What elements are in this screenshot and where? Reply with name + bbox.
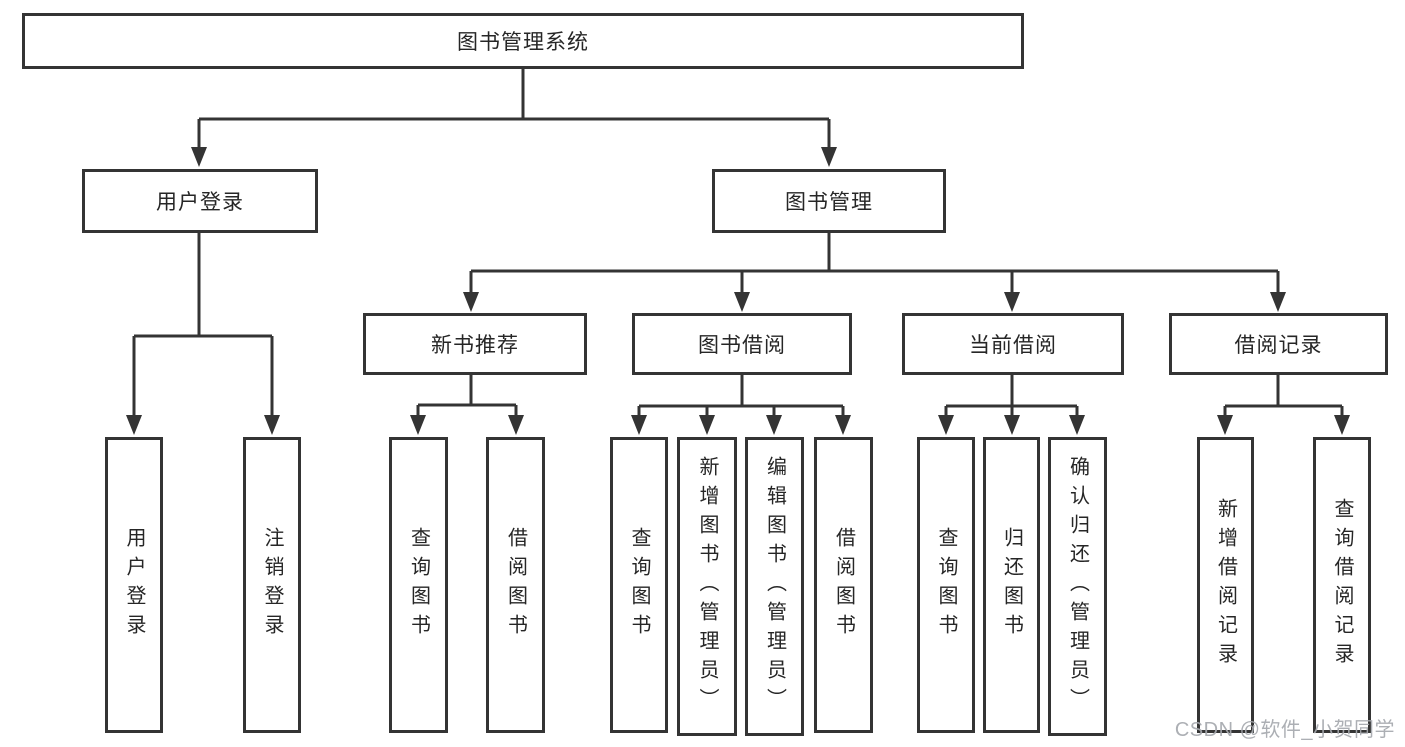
arrowhead-icon [508, 415, 524, 435]
leaf-borrow-query-books: 查询图书 [610, 437, 668, 733]
arrowhead-icon [410, 415, 426, 435]
node-root: 图书管理系统 [22, 13, 1024, 69]
node-new-book-recommend: 新书推荐 [363, 313, 587, 375]
node-borrow-records-label: 借阅记录 [1234, 334, 1323, 357]
leaf-current-confirm-return: 确认归还（管理员） [1048, 437, 1107, 736]
arrowhead-icon [821, 147, 837, 167]
node-book-management: 图书管理 [712, 169, 946, 233]
leaf-records-query-record: 查询借阅记录 [1313, 437, 1371, 733]
arrowhead-icon [1217, 415, 1233, 435]
csdn-watermark: CSDN @软件_小贺同学 [1174, 719, 1395, 741]
node-root-label: 图书管理系统 [457, 31, 589, 54]
leaf-current-query-books-label: 查询图书 [935, 527, 957, 643]
arrowhead-icon [938, 415, 954, 435]
arrowhead-icon [264, 415, 280, 435]
arrowhead-icon [1270, 292, 1286, 312]
leaf-logout: 注销登录 [243, 437, 301, 733]
node-current-borrow: 当前借阅 [902, 313, 1124, 375]
leaf-user-login: 用户登录 [105, 437, 163, 733]
leaf-records-add-record-label: 新增借阅记录 [1214, 498, 1237, 672]
leaf-recommend-query-books-label: 查询图书 [407, 527, 430, 643]
leaf-borrow-lend-books-label: 借阅图书 [832, 527, 855, 643]
arrowhead-icon [1004, 415, 1020, 435]
leaf-recommend-borrow-books: 借阅图书 [486, 437, 545, 733]
arrowhead-icon [766, 415, 782, 435]
arrowhead-icon [734, 292, 750, 312]
arrowhead-icon [1069, 415, 1085, 435]
arrowhead-icon [463, 292, 479, 312]
node-book-management-label: 图书管理 [785, 191, 873, 214]
arrowhead-icon [835, 415, 851, 435]
leaf-records-query-record-label: 查询借阅记录 [1331, 498, 1353, 672]
leaf-borrow-add-books: 新增图书（管理员） [677, 437, 737, 736]
leaf-current-query-books: 查询图书 [917, 437, 975, 733]
leaf-current-return-books-label: 归还图书 [1000, 527, 1023, 643]
leaf-borrow-add-books-label: 新增图书（管理员） [696, 456, 718, 717]
leaf-logout-label: 注销登录 [261, 527, 283, 643]
leaf-borrow-edit-books: 编辑图书（管理员） [745, 437, 804, 736]
node-user-login-label: 用户登录 [156, 191, 244, 214]
leaf-recommend-borrow-books-label: 借阅图书 [504, 527, 527, 643]
leaf-borrow-query-books-label: 查询图书 [628, 527, 650, 643]
leaf-records-add-record: 新增借阅记录 [1197, 437, 1254, 733]
node-user-login: 用户登录 [82, 169, 318, 233]
arrowheads [126, 147, 1350, 435]
node-current-borrow-label: 当前借阅 [969, 334, 1057, 357]
arrowhead-icon [699, 415, 715, 435]
arrowhead-icon [1004, 292, 1020, 312]
arrowhead-icon [1334, 415, 1350, 435]
leaf-borrow-edit-books-label: 编辑图书（管理员） [763, 456, 786, 717]
node-book-borrow: 图书借阅 [632, 313, 852, 375]
node-new-book-recommend-label: 新书推荐 [431, 334, 519, 357]
arrowhead-icon [631, 415, 647, 435]
leaf-current-return-books: 归还图书 [983, 437, 1040, 733]
leaf-borrow-lend-books: 借阅图书 [814, 437, 873, 733]
arrowhead-icon [126, 415, 142, 435]
arrowhead-icon [191, 147, 207, 167]
connector-lines [132, 69, 1344, 420]
node-book-borrow-label: 图书借阅 [698, 334, 786, 357]
leaf-user-login-label: 用户登录 [123, 527, 145, 643]
leaf-current-confirm-return-label: 确认归还（管理员） [1066, 456, 1089, 717]
leaf-recommend-query-books: 查询图书 [389, 437, 448, 733]
node-borrow-records: 借阅记录 [1169, 313, 1388, 375]
